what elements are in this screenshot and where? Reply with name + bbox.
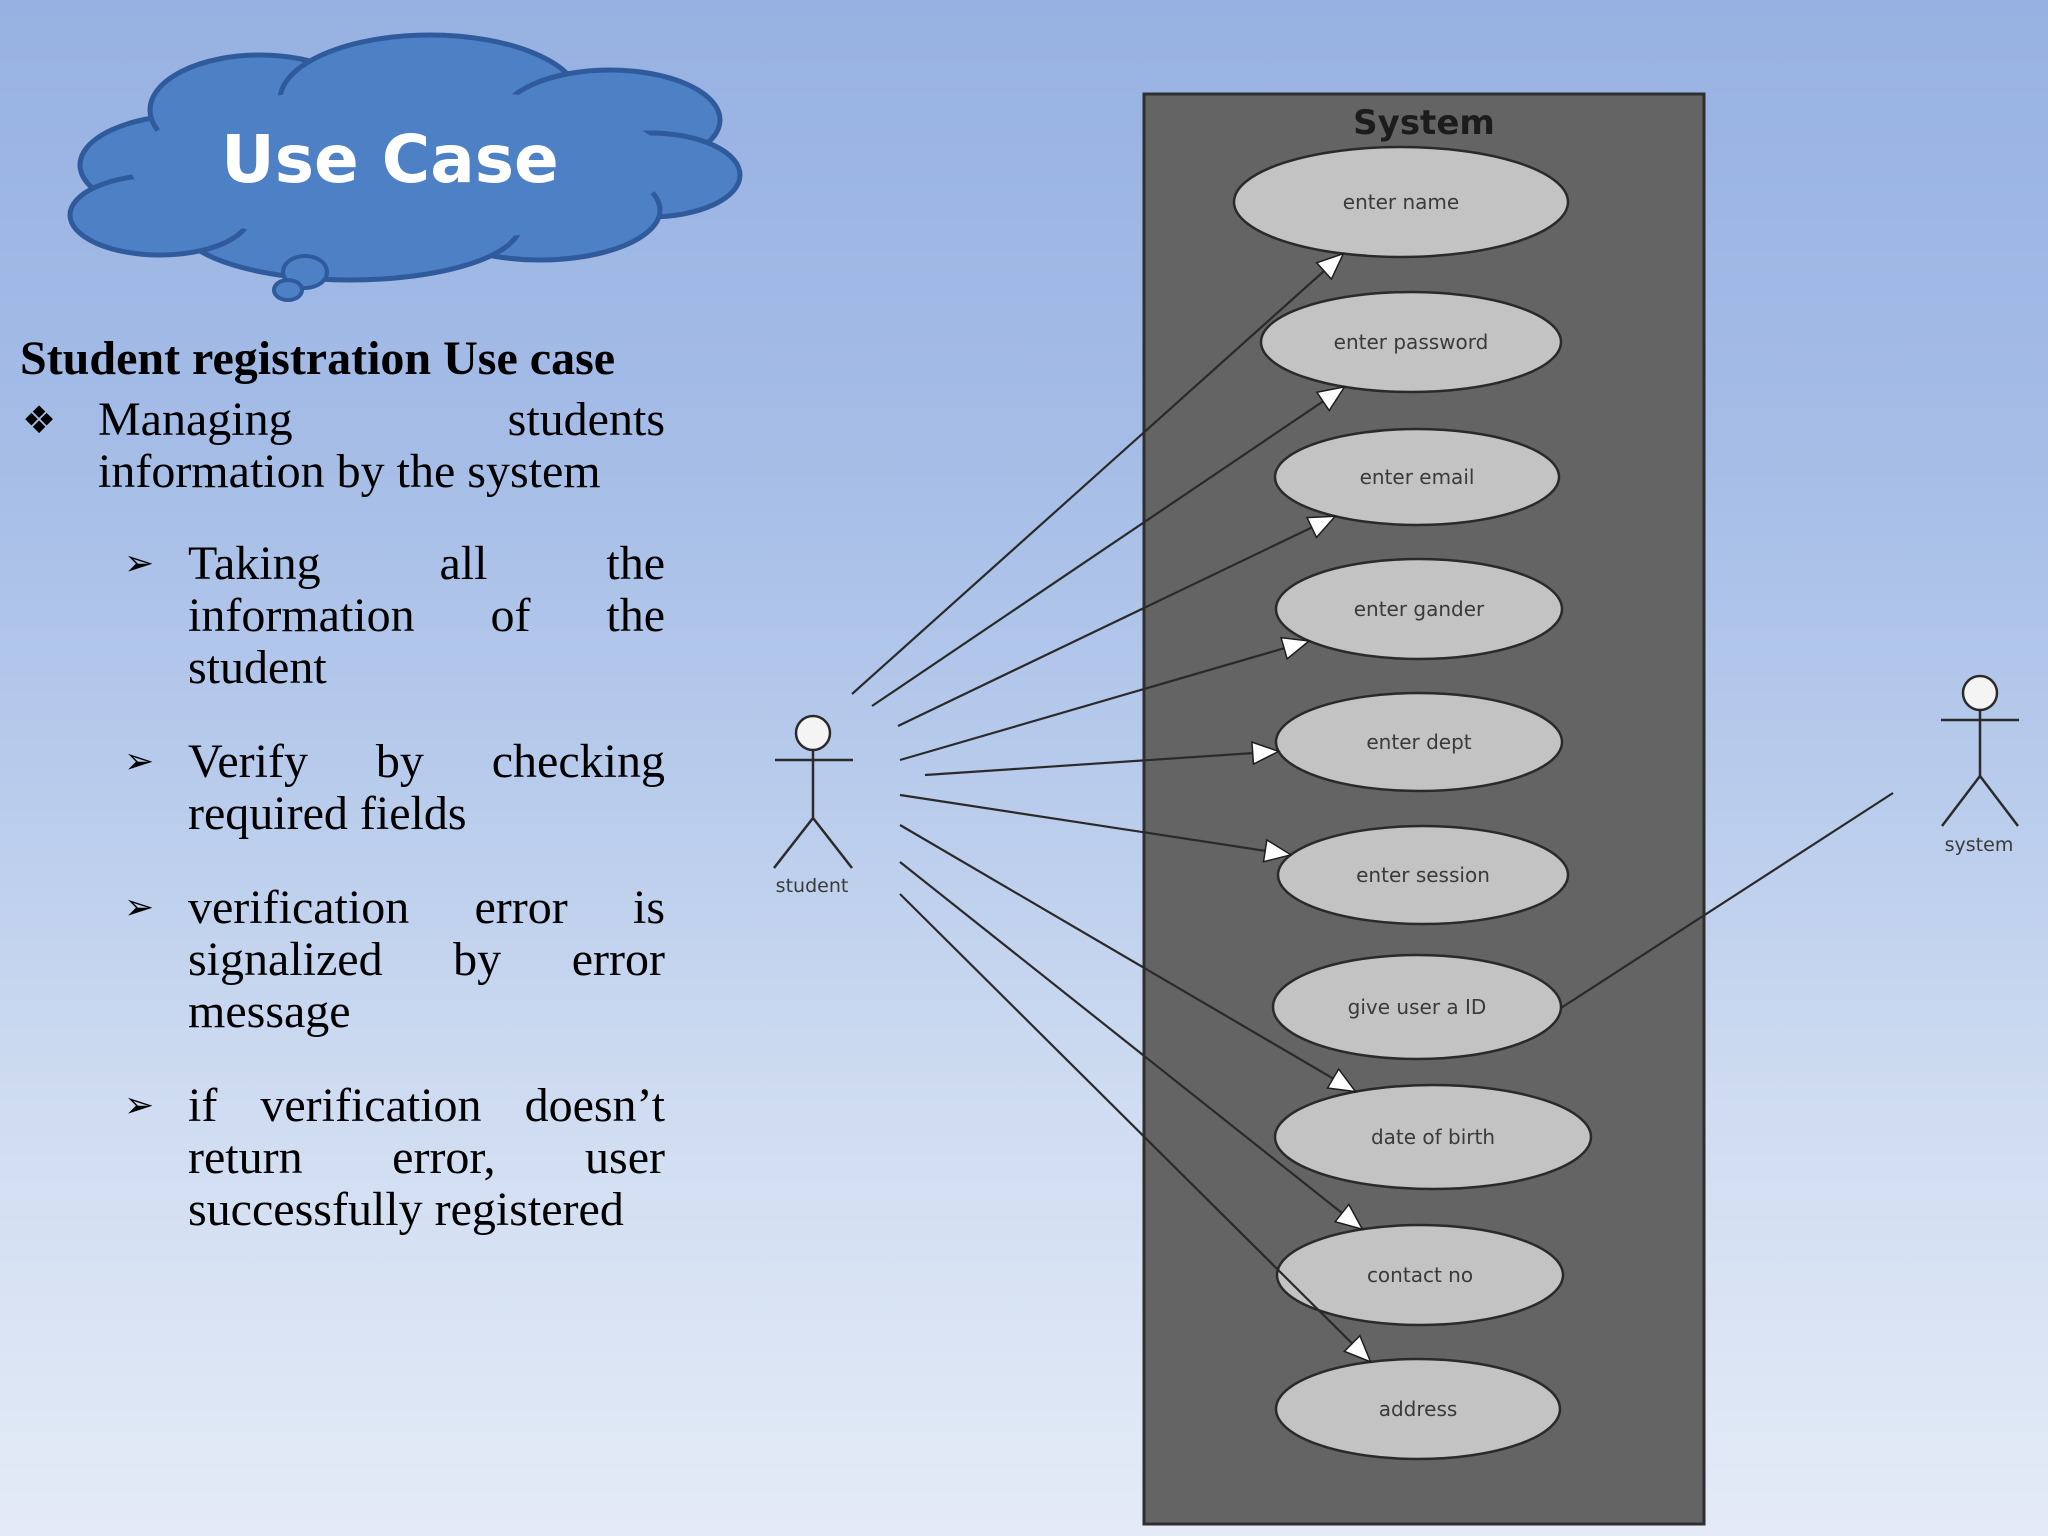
sub-bullet-text: Taking all the information of the studen… <box>188 537 665 694</box>
use-case-enter-dept <box>1274 691 1564 793</box>
arrowhead-icon <box>1251 741 1281 766</box>
use-case-label: address <box>1379 1397 1458 1421</box>
sub-bullet-text: verification error is signalized by erro… <box>188 881 665 1038</box>
student-association-line <box>897 515 1336 727</box>
sub-bullet-text: Verify by checking required fields <box>188 735 665 840</box>
arrowhead-icon <box>1262 838 1293 863</box>
system-actor-label: system <box>1945 834 2014 856</box>
use-case-label: contact no <box>1367 1263 1473 1287</box>
use-case-group: enter name enter password enter email enter… <box>1232 145 1593 1461</box>
sub-bullet: ➢ Verify by checking required fields <box>20 736 665 840</box>
sub-bullet-text: if verification doesn’t return error, us… <box>188 1079 665 1236</box>
use-case-label: date of birth <box>1371 1125 1495 1149</box>
use-case-label: give user a ID <box>1348 995 1487 1019</box>
arrowhead-icon <box>1315 385 1347 412</box>
arrowhead-icon <box>1280 636 1311 661</box>
slide-title: Use Case <box>221 121 559 198</box>
text-panel: Student registration Use case ❖ Managing… <box>20 330 665 1278</box>
use-case-label: enter email <box>1360 465 1475 489</box>
arrow-bullet-icon: ➢ <box>124 543 155 584</box>
student-association-line <box>924 750 1279 777</box>
use-case-contact-no <box>1275 1223 1565 1327</box>
system-boundary-label: System <box>1353 103 1495 143</box>
use-case-label: enter session <box>1356 863 1490 887</box>
main-bullet-text: Managing students information by the sys… <box>98 393 665 498</box>
arrowhead-icon <box>1305 515 1337 539</box>
use-case-label: enter dept <box>1366 730 1471 754</box>
sub-bullet-list: ➢ Taking all the information of the stud… <box>20 538 665 1236</box>
system-actor-head <box>1961 674 1999 712</box>
arrowhead-icon <box>1333 1203 1364 1231</box>
student-association-line <box>899 793 1292 856</box>
student-actor-head <box>794 714 832 752</box>
arrowhead-icon <box>1343 1334 1372 1364</box>
system-association-line <box>1560 792 1894 1009</box>
arrow-bullet-icon: ➢ <box>124 887 155 928</box>
use-case-enter-name <box>1232 145 1570 259</box>
use-case-address <box>1274 1357 1562 1461</box>
arrowhead-icon <box>1326 1067 1358 1093</box>
student-actor-label: student <box>776 875 849 897</box>
use-case-label: enter name <box>1343 190 1459 214</box>
arrowhead-icon <box>1315 252 1345 281</box>
student-association-line <box>851 252 1345 695</box>
arrow-bullet-icon: ➢ <box>124 1085 155 1126</box>
main-bullet: ❖ Managing students information by the s… <box>20 394 665 498</box>
student-association-line <box>899 824 1357 1093</box>
sub-bullet: ➢ verification error is signalized by er… <box>20 882 665 1038</box>
use-case-date-of-birth <box>1273 1083 1593 1191</box>
section-heading: Student registration Use case <box>20 332 616 385</box>
use-case-label: enter gander <box>1354 597 1485 621</box>
student-association-line <box>899 861 1364 1231</box>
student-association-line <box>899 639 1310 762</box>
use-case-enter-session <box>1276 824 1570 926</box>
sub-bullet: ➢ if verification doesn’t return error, … <box>20 1080 665 1236</box>
arrow-bullet-icon: ➢ <box>124 741 155 782</box>
use-case-enter-password <box>1259 290 1563 394</box>
use-case-enter-gander <box>1274 557 1564 661</box>
system-actor <box>1941 674 2019 827</box>
use-case-enter-email <box>1273 427 1561 527</box>
student-association-line <box>899 893 1372 1363</box>
use-case-label: enter password <box>1334 330 1489 354</box>
student-association-line <box>871 385 1346 707</box>
student-actor <box>773 714 853 869</box>
sub-bullet: ➢ Taking all the information of the stud… <box>20 538 665 694</box>
association-group <box>851 252 1894 1364</box>
diamond-bullet-icon: ❖ <box>22 398 57 442</box>
